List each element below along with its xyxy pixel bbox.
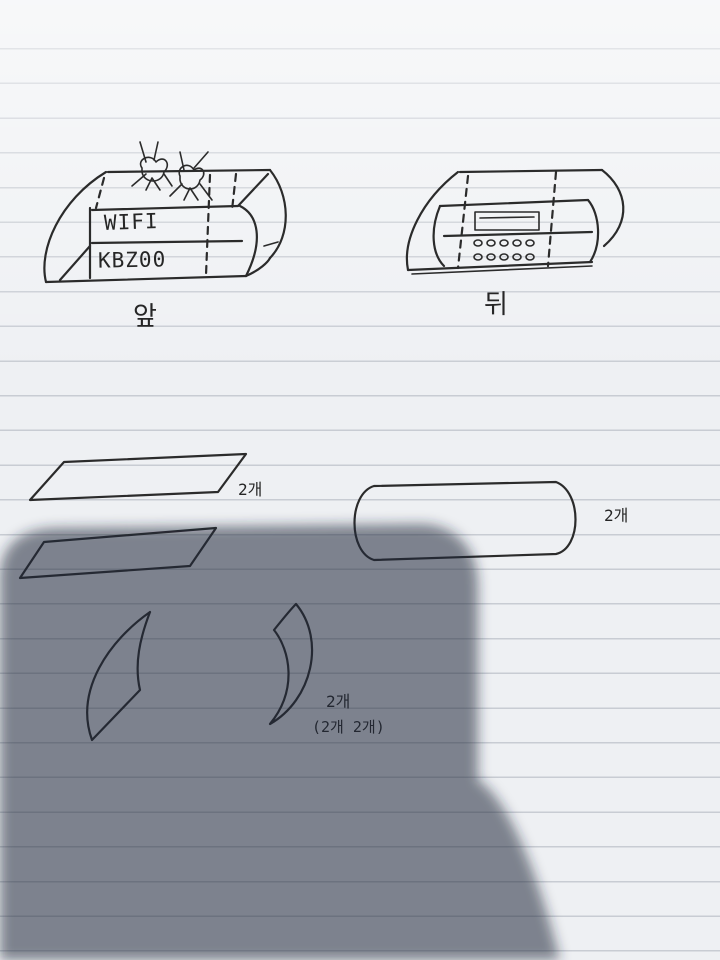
flat-panels-qty: 2개 (238, 480, 263, 499)
rounded-panel (353, 480, 577, 562)
bunny-figures (131, 141, 213, 201)
front-view-drawing (43, 168, 287, 284)
front-top-label: WIFI (103, 209, 159, 235)
curved-side-left (86, 610, 152, 742)
back-view-drawing (405, 168, 625, 275)
back-panel-buttons (473, 239, 535, 261)
flat-panel-bottom (18, 526, 218, 580)
front-view-caption: 앞 (133, 302, 157, 332)
front-bottom-label: KBZ00 (97, 247, 167, 273)
curved-side-note: (2개 2개) (312, 718, 385, 736)
curved-side-right (268, 602, 314, 726)
flat-panel-top (28, 452, 248, 502)
curved-side-qty: 2개 (326, 692, 351, 711)
rounded-panel-qty: 2개 (604, 506, 629, 525)
back-view-caption: 뒤 (484, 290, 508, 320)
